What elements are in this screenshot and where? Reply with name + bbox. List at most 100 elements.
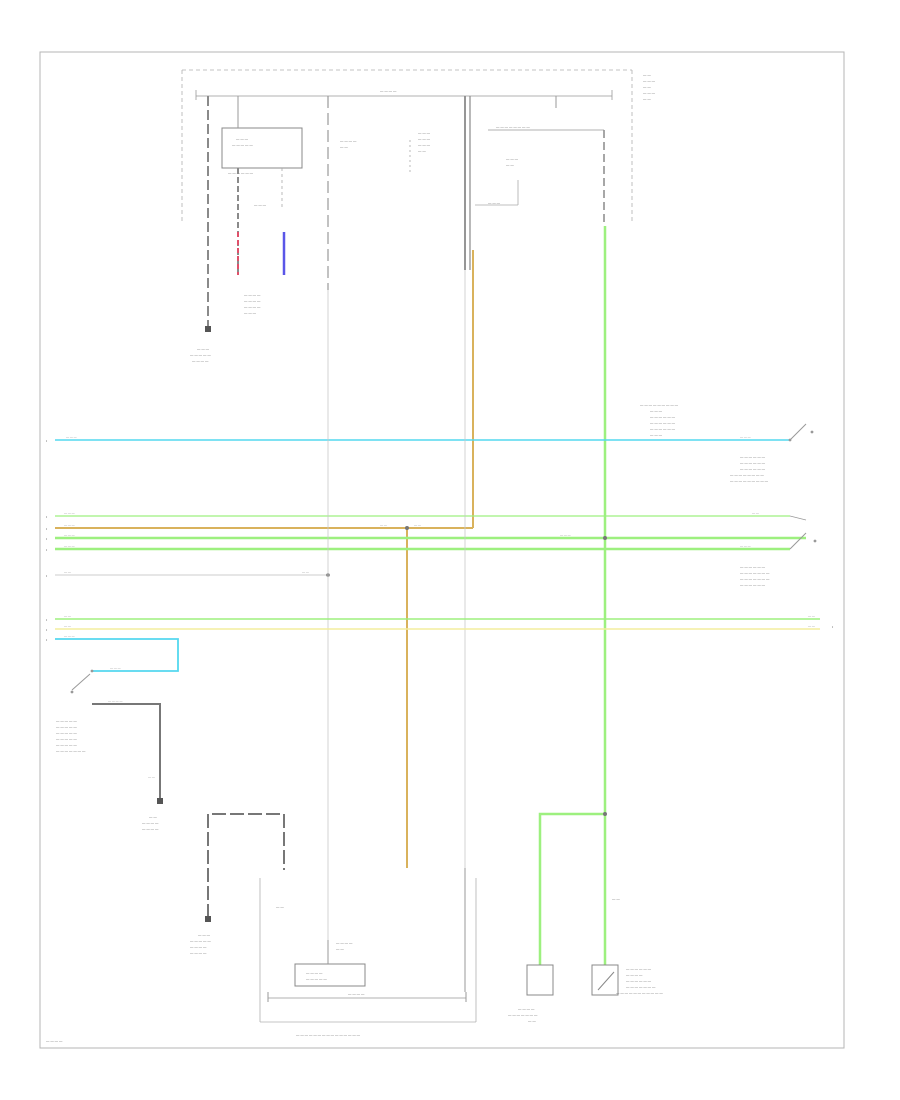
svg-text:— — — — — — —: — — — — — — — — [626, 985, 656, 989]
svg-text:— —: — — — [340, 145, 348, 149]
bottom-control-module: — — — — — — — — — — — — — — — — — — — — … — [259, 868, 477, 1037]
svg-text:— — — — — — — — — — — — — — —: — — — — — — — — — — — — — — — — [296, 1033, 361, 1037]
svg-text:— — —: — — — — [64, 634, 75, 638]
svg-text:— —: — — — [808, 614, 815, 618]
svg-text:— — — —: — — — — — [108, 699, 123, 703]
wire-bundle-rows: •• •• — — — — — — — — — — — — — — — — — … — [46, 511, 817, 587]
svg-text:— — —: — — — — [650, 433, 663, 437]
svg-text:— — —: — — — — [506, 157, 519, 161]
svg-text:•: • — [46, 628, 48, 632]
svg-text:— — — — —: — — — — — — [56, 725, 77, 729]
svg-text:— — —: — — — — [740, 544, 751, 548]
svg-text:— — —: — — — — [418, 131, 431, 135]
svg-text:— — — —: — — — — — [190, 945, 207, 949]
svg-text:— —: — — — [808, 624, 815, 628]
svg-text:— — — —: — — — — — [244, 305, 261, 309]
svg-text:— —: — — — [643, 97, 651, 101]
wire-cyan-row: • — — — — — — — — — — — — — — — — — — — … — [46, 403, 814, 483]
svg-text:— — — —: — — — — — [380, 89, 397, 93]
svg-text:— — —: — — — — [236, 137, 249, 141]
svg-text:— — — — —: — — — — — — [190, 353, 211, 357]
svg-text:— — — —: — — — — — [518, 1007, 535, 1011]
svg-text:— — —: — — — — [64, 511, 75, 515]
svg-text:— — — — — —: — — — — — — — [740, 461, 766, 465]
svg-text:— — — —: — — — — — [626, 973, 643, 977]
svg-text:— —: — — — [149, 815, 157, 819]
svg-text:— — — — —: — — — — — — [190, 939, 211, 943]
svg-text:— — —: — — — — [110, 666, 121, 670]
ground-symbol-2: — — — — — — — — — — — [142, 798, 163, 831]
bottom-right-components: — — — — — — — — — — — — — — — — — — — — … — [508, 812, 663, 1023]
svg-text:— — — — — — — —: — — — — — — — — — [730, 473, 764, 477]
switch-symbol: — — — — — — — — — — — — — — — — — — — — … — [56, 669, 161, 800]
svg-text:— — — — — —: — — — — — — — [228, 171, 254, 175]
wire-gray-row: • — — — — — [46, 270, 466, 960]
svg-text:— — — — — — —: — — — — — — — — [740, 577, 770, 581]
svg-text:— — — —: — — — — — [142, 821, 159, 825]
svg-text:— —: — — — [643, 85, 651, 89]
svg-text:— — — — —: — — — — — — [56, 719, 77, 723]
svg-text:•: • — [832, 625, 834, 629]
svg-text:— — —: — — — — [254, 203, 267, 207]
svg-text:— — — — — —: — — — — — — — [740, 455, 766, 459]
top-bus-drops — [207, 96, 605, 330]
svg-text:— —: — — — [302, 570, 309, 574]
svg-text:— — — —: — — — — — [336, 941, 353, 945]
svg-text:— — — — — — —: — — — — — — — — [740, 571, 770, 575]
svg-text:•: • — [46, 527, 48, 531]
svg-text:— — — —: — — — — — [142, 827, 159, 831]
svg-text:— — — — — — —: — — — — — — — — [56, 749, 86, 753]
svg-text:— — — —: — — — — — [306, 971, 323, 975]
svg-text:— —: — — — [643, 73, 651, 77]
svg-text:— — — — — —: — — — — — — — [626, 967, 652, 971]
svg-text:— —: — — — [528, 1019, 536, 1023]
svg-text:— — — — — — — — — — —: — — — — — — — — — — — — [616, 991, 663, 995]
diagram-frame — [39, 51, 845, 1049]
svg-text:— — —: — — — — [643, 91, 656, 95]
svg-text:•: • — [46, 574, 48, 578]
wire-cyan-loop: • — — — — — — — [46, 634, 179, 672]
svg-text:— —: — — — [380, 523, 387, 527]
svg-text:— —: — — — [148, 775, 155, 779]
svg-text:— — — — —: — — — — — — [56, 743, 77, 747]
svg-text:— —: — — — [612, 897, 620, 901]
svg-text:— — — —: — — — — — [340, 139, 357, 143]
svg-text:— — —: — — — — [64, 523, 75, 527]
svg-text:— — — — — — — — —: — — — — — — — — — — [730, 479, 769, 483]
svg-text:— — —: — — — — [64, 533, 75, 537]
svg-text:— —: — — — [506, 163, 514, 167]
lower-ground-wire: — — — — — — — — — — — — — — — — — — — [190, 813, 285, 955]
svg-text:— — — — — —: — — — — — — — [740, 467, 766, 471]
svg-text:— — —: — — — — [643, 79, 656, 83]
svg-text:•: • — [46, 439, 48, 443]
svg-text:— — —: — — — — [66, 435, 77, 439]
svg-text:— — — — —: — — — — — — [56, 731, 77, 735]
svg-text:— — — — — — —: — — — — — — — — [508, 1013, 538, 1017]
wire-yellow-green-pair: •• — — — — — — — — • — [46, 614, 834, 632]
svg-text:•: • — [46, 618, 48, 622]
svg-text:•: • — [46, 548, 48, 552]
svg-text:— — — — — —: — — — — — — — [626, 979, 652, 983]
svg-text:— — — — —: — — — — — — [56, 737, 77, 741]
sensor-processor-box: — — — — — — — — — — — — — — — [221, 127, 303, 175]
svg-text:•: • — [46, 638, 48, 642]
svg-text:— — —: — — — — [418, 137, 431, 141]
svg-text:— — — —: — — — — — [244, 293, 261, 297]
svg-text:— — — — — —: — — — — — — — [740, 565, 766, 569]
svg-text:— — — — — — — — —: — — — — — — — — — — [640, 403, 679, 407]
top-control-module: — — — — — — — — — — — — — — — — — [181, 69, 656, 222]
svg-text:— — —: — — — — [488, 201, 501, 205]
svg-text:— —: — — — [64, 614, 71, 618]
svg-text:— —: — — — [336, 947, 344, 951]
svg-text:— — — — — —: — — — — — — — [650, 421, 676, 425]
ground-symbol: — — — — — — — — — — — — — [190, 326, 211, 363]
svg-text:— — — —: — — — — — [192, 359, 209, 363]
svg-text:— — —: — — — — [740, 435, 751, 439]
svg-text:— — — — — —: — — — — — — — [650, 427, 676, 431]
svg-text:— — — —: — — — — — [244, 299, 261, 303]
svg-text:— — —: — — — — [418, 143, 431, 147]
svg-text:— — —: — — — — [198, 933, 211, 937]
svg-text:— — — — — — — —: — — — — — — — — — [496, 125, 530, 129]
svg-text:— — — — — —: — — — — — — — [740, 583, 766, 587]
